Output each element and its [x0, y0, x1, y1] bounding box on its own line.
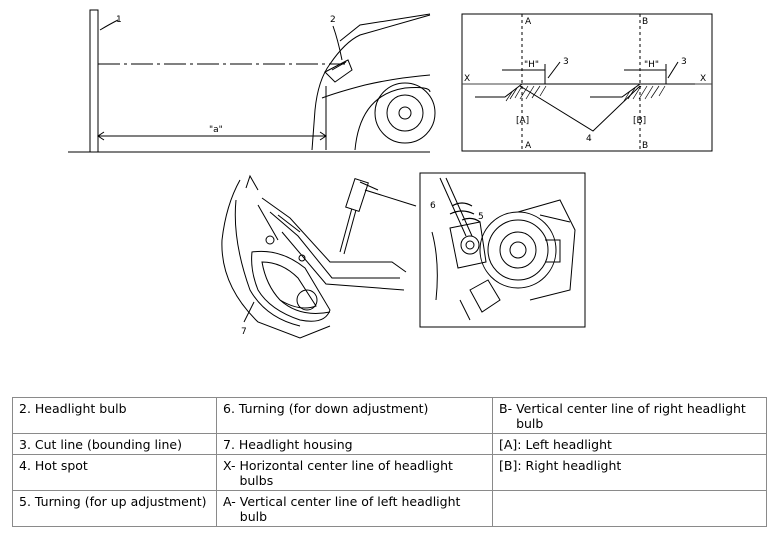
legend-text: Left headlight — [525, 437, 612, 452]
legend-text: Vertical center line of right headlight … — [516, 401, 746, 431]
legend-text: Headlight housing — [238, 437, 353, 452]
legend-cell: 3. Cut line (bounding line) — [12, 433, 217, 455]
label-H-left: "H" — [524, 60, 539, 70]
label-bracket-B: [B] — [633, 116, 646, 126]
label-7: 7 — [241, 327, 247, 337]
label-5: 5 — [478, 212, 484, 222]
legend-text: Turning (for down adjustment) — [238, 401, 429, 416]
legend-cell: 7. Headlight housing — [216, 433, 493, 455]
label-H-right: "H" — [644, 60, 659, 70]
label-bracket-A: [A] — [516, 116, 529, 126]
adjuster-detail-inset — [419, 172, 586, 328]
label-2: 2 — [330, 15, 336, 25]
legend-cell — [492, 490, 767, 527]
legend-cell: X- Horizontal center line of headlight b… — [216, 454, 493, 491]
legend-text: Vertical center line of left headlight b… — [239, 494, 461, 524]
label-4: 4 — [586, 134, 592, 144]
legend-cell: 4. Hot spot — [12, 454, 217, 491]
legend-text: Turning (for up adjustment) — [34, 494, 207, 509]
legend-row: 4. Hot spot X- Horizontal center line of… — [12, 454, 767, 491]
legend-key: [B]: — [499, 458, 526, 473]
legend-cell: B- Vertical center line of right headlig… — [492, 397, 767, 434]
label-3b: 3 — [681, 57, 687, 67]
label-6: 6 — [430, 201, 436, 211]
label-X-right: X — [700, 74, 706, 84]
legend-key: 4. — [19, 458, 35, 473]
legend-key: X- — [223, 458, 240, 473]
legend-text: Horizontal center line of headlight bulb… — [239, 458, 453, 488]
legend-key: 3. — [19, 437, 35, 452]
legend-key: [A]: — [499, 437, 526, 452]
legend-text: Hot spot — [34, 458, 88, 473]
legend-key: B- — [499, 401, 517, 416]
legend-key: 6. — [223, 401, 239, 416]
label-X-left: X — [464, 74, 470, 84]
legend-cell: A- Vertical center line of left headligh… — [216, 490, 493, 527]
legend-key: A- — [223, 494, 240, 509]
legend-row: 5. Turning (for up adjustment) A- Vertic… — [12, 490, 767, 527]
hatching — [505, 85, 666, 102]
label-1: 1 — [116, 15, 122, 25]
legend-text: Right headlight — [525, 458, 622, 473]
legend-cell: [B]: Right headlight — [492, 454, 767, 491]
legend-key: 5. — [19, 494, 35, 509]
legend-table: 2. Headlight bulb 6. Turning (for down a… — [12, 397, 767, 527]
legend-text: Cut line (bounding line) — [34, 437, 182, 452]
legend-cell: 6. Turning (for down adjustment) — [216, 397, 493, 434]
legend-cell: 5. Turning (for up adjustment) — [12, 490, 217, 527]
legend-row: 2. Headlight bulb 6. Turning (for down a… — [12, 397, 767, 434]
legend-key: 2. — [19, 401, 35, 416]
label-3a: 3 — [563, 57, 569, 67]
legend-text: Headlight bulb — [34, 401, 127, 416]
rotation-arrows — [449, 202, 481, 223]
label-B-bottom: B — [642, 141, 648, 151]
label-B-top: B — [642, 17, 648, 27]
car-wall-diagram — [68, 9, 436, 153]
headlight-housing-diagram — [221, 174, 417, 339]
legend-cell: [A]: Left headlight — [492, 433, 767, 455]
label-a-dimension: "a" — [209, 125, 223, 135]
beam-pattern-diagram — [461, 13, 713, 152]
label-A-top: A — [525, 17, 532, 27]
legend-cell: 2. Headlight bulb — [12, 397, 217, 434]
legend-row: 3. Cut line (bounding line) 7. Headlight… — [12, 433, 767, 455]
label-A-bottom: A — [525, 141, 532, 151]
headlight-aiming-figure: 1 2 "a" A B A B X X "H" "H" — [68, 9, 713, 339]
legend-key: 7. — [223, 437, 239, 452]
